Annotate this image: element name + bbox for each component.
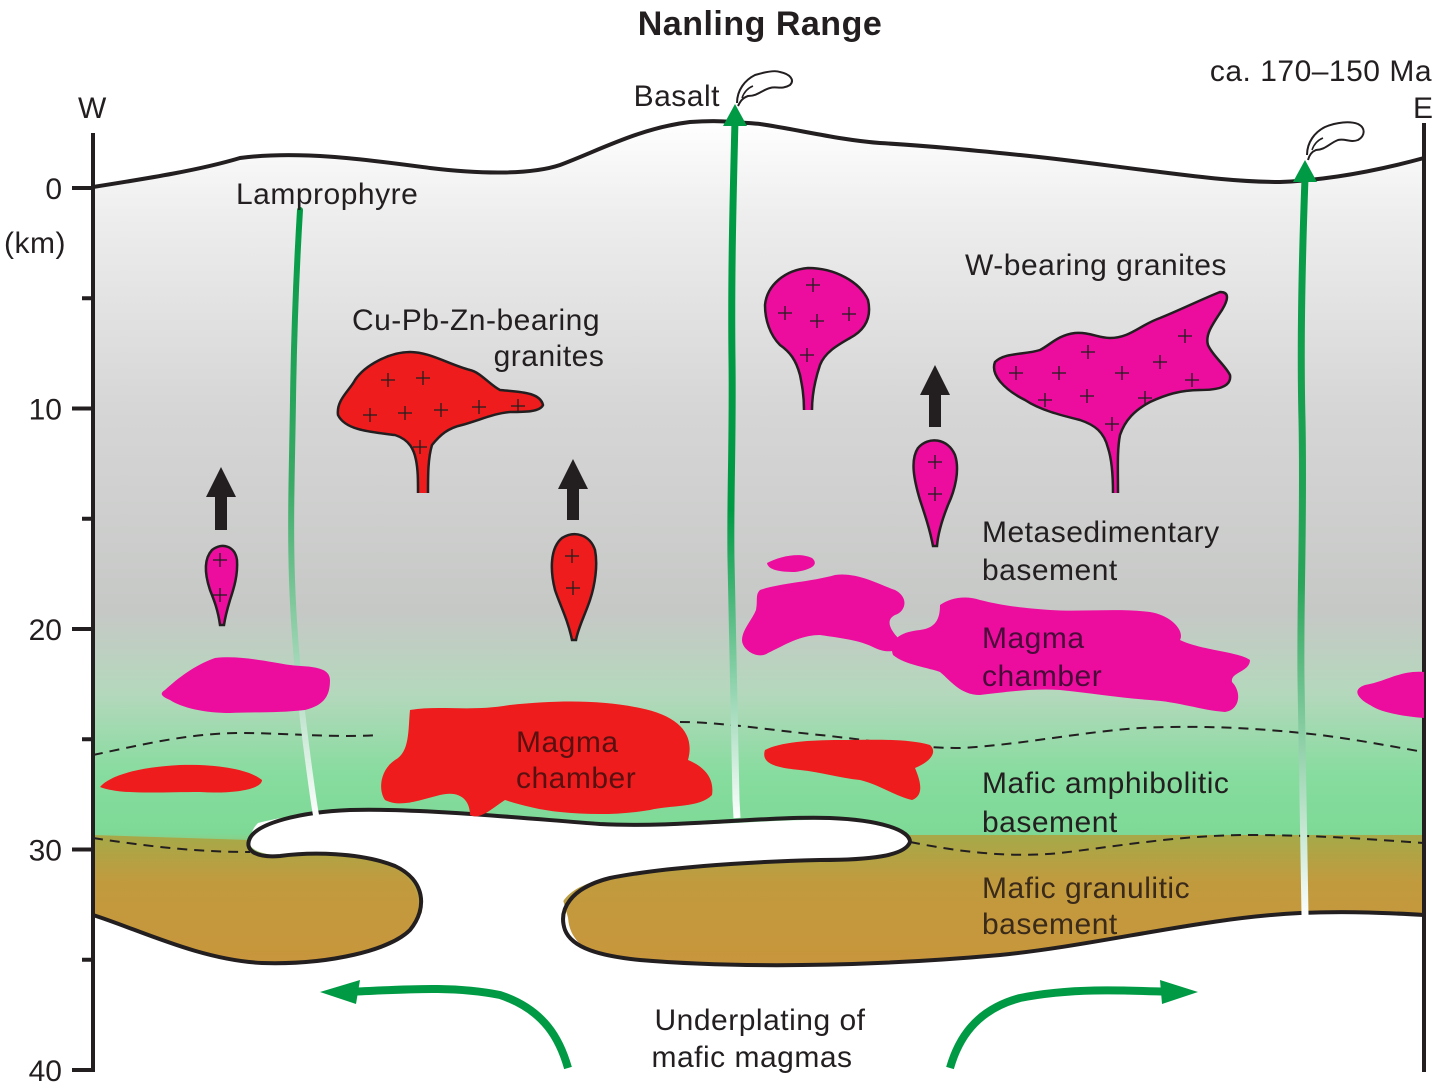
underplating-label-line1: Underplating of — [655, 1004, 866, 1037]
granite-cross-icon — [1178, 329, 1192, 343]
granite-cross-icon — [413, 440, 427, 454]
granite-cross-icon — [800, 348, 814, 362]
basalt-label: Basalt — [634, 80, 721, 113]
mafic-amph-label-line2: basement — [982, 806, 1118, 839]
granite-cross-icon — [398, 406, 412, 420]
basalt-plume-icon — [736, 70, 793, 107]
granite-cross-icon — [434, 403, 448, 417]
w-granite-balloon — [763, 266, 871, 411]
w-magma-chamber-label-line1: Magma — [982, 622, 1085, 655]
metased-label-line2: basement — [982, 554, 1118, 587]
underplating-outline — [92, 807, 1425, 968]
magenta-magma-chamber-far-east — [1357, 671, 1424, 718]
ascent-arrow-center — [558, 459, 588, 520]
granite-cross-icon — [416, 371, 430, 385]
granite-cross-icon — [213, 553, 227, 567]
red-magma-chamber-west — [100, 764, 262, 793]
granite-cross-icon — [778, 306, 792, 320]
granite-cross-icon — [842, 307, 856, 321]
granite-cross-icon — [1052, 366, 1066, 380]
cu-granite-teardrop — [550, 533, 598, 642]
granite-cross-icon — [1009, 366, 1023, 380]
granite-cross-icon — [1138, 391, 1152, 405]
granite-cross-icon — [1115, 366, 1129, 380]
granite-cross-icon — [1105, 417, 1119, 431]
underplating-arrow-west — [344, 984, 572, 1070]
magenta-magma-chamber-center-small — [767, 555, 815, 572]
red-magma-chamber-east — [764, 739, 934, 800]
mafic-gran-label-line2: basement — [982, 908, 1118, 941]
granite-cross-icon — [472, 400, 486, 414]
cu-magma-chamber-label-line1: Magma — [516, 726, 619, 759]
magenta-magma-chamber-center — [742, 574, 905, 656]
depth-tick-label: 20 — [29, 614, 62, 647]
cu-magma-chamber-label-line2: chamber — [516, 762, 636, 795]
age-label: ca. 170–150 Ma — [1210, 55, 1432, 88]
w-granite-pluton — [992, 290, 1232, 494]
depth-ticks — [72, 186, 93, 1072]
east-plume-wisp-icon — [1311, 137, 1324, 151]
cu-granite-pluton — [336, 350, 545, 494]
depth-tick-label: 40 — [29, 1055, 62, 1087]
mafic-amph-label-line1: Mafic amphibolitic — [982, 767, 1229, 800]
basalt-plume-wisp-icon — [741, 85, 754, 99]
w-magma-chamber-label-line2: chamber — [982, 660, 1102, 693]
granite-cross-icon — [1153, 355, 1167, 369]
lamprophyre-label: Lamprophyre — [236, 178, 418, 211]
underplating-label-line2: mafic magmas — [651, 1041, 852, 1074]
east-dike — [1297, 177, 1309, 916]
basalt-dike — [727, 119, 741, 819]
w-granites-label: W-bearing granites — [965, 249, 1227, 282]
granite-cross-icon — [1081, 345, 1095, 359]
basalt-dike-arrowhead — [723, 104, 747, 126]
granite-cross-icon — [1080, 389, 1094, 403]
granite-cross-icon — [806, 278, 820, 292]
ascent-arrow-west — [206, 467, 236, 530]
granite-cross-icon — [213, 588, 227, 602]
west-label: W — [78, 92, 107, 125]
cu-granites-label-line2: granites — [494, 340, 605, 373]
red-magma-chamber-central — [381, 701, 713, 817]
metased-label-line1: Metasedimentary — [982, 516, 1220, 549]
ascent-arrow-east — [920, 365, 950, 427]
cu-granites-label-line1: Cu-Pb-Zn-bearing — [352, 304, 600, 337]
granite-cross-icon — [1185, 373, 1199, 387]
underplating-arrowhead-west — [320, 980, 360, 1004]
depth-tick-label: 0 — [45, 173, 62, 206]
boundary-metased-amph — [92, 721, 1425, 756]
granite-cross-icon — [511, 399, 525, 413]
east-label: E — [1413, 92, 1434, 125]
depth-tick-label: 30 — [29, 835, 62, 868]
granite-crosses — [213, 278, 1199, 602]
east-dike-arrowhead — [1293, 160, 1317, 182]
diagram-title: Nanling Range — [638, 5, 883, 43]
underplating-chamber — [249, 810, 910, 958]
depth-tick-labels: 0 10 20 30 40 — [29, 173, 62, 1088]
granite-cross-icon — [565, 549, 579, 563]
surface-topography — [92, 119, 1425, 189]
granite-cross-icon — [928, 487, 942, 501]
underplating-arrowhead-east — [1160, 980, 1198, 1004]
east-plume-icon — [1306, 121, 1365, 161]
underplating-arrow-east — [946, 986, 1176, 1070]
granulitic-basement-east — [568, 835, 1424, 965]
depth-tick-label: 10 — [29, 394, 62, 427]
lamprophyre-dike — [288, 207, 319, 818]
magenta-magma-chamber-east — [891, 597, 1250, 712]
depth-unit-label: (km) — [4, 227, 66, 260]
w-granite-teardrop-west — [204, 544, 239, 627]
granite-cross-icon — [1038, 393, 1052, 407]
mafic-gran-label-line1: Mafic granulitic — [982, 872, 1190, 905]
granulitic-basement-west — [93, 835, 419, 964]
granite-cross-icon — [363, 408, 377, 422]
granite-cross-icon — [810, 314, 824, 328]
granite-cross-icon — [381, 373, 395, 387]
boundary-amph-gran — [92, 833, 1425, 856]
magenta-magma-chamber-west — [161, 657, 330, 713]
granite-cross-icon — [928, 455, 942, 469]
granite-cross-icon — [566, 581, 580, 595]
